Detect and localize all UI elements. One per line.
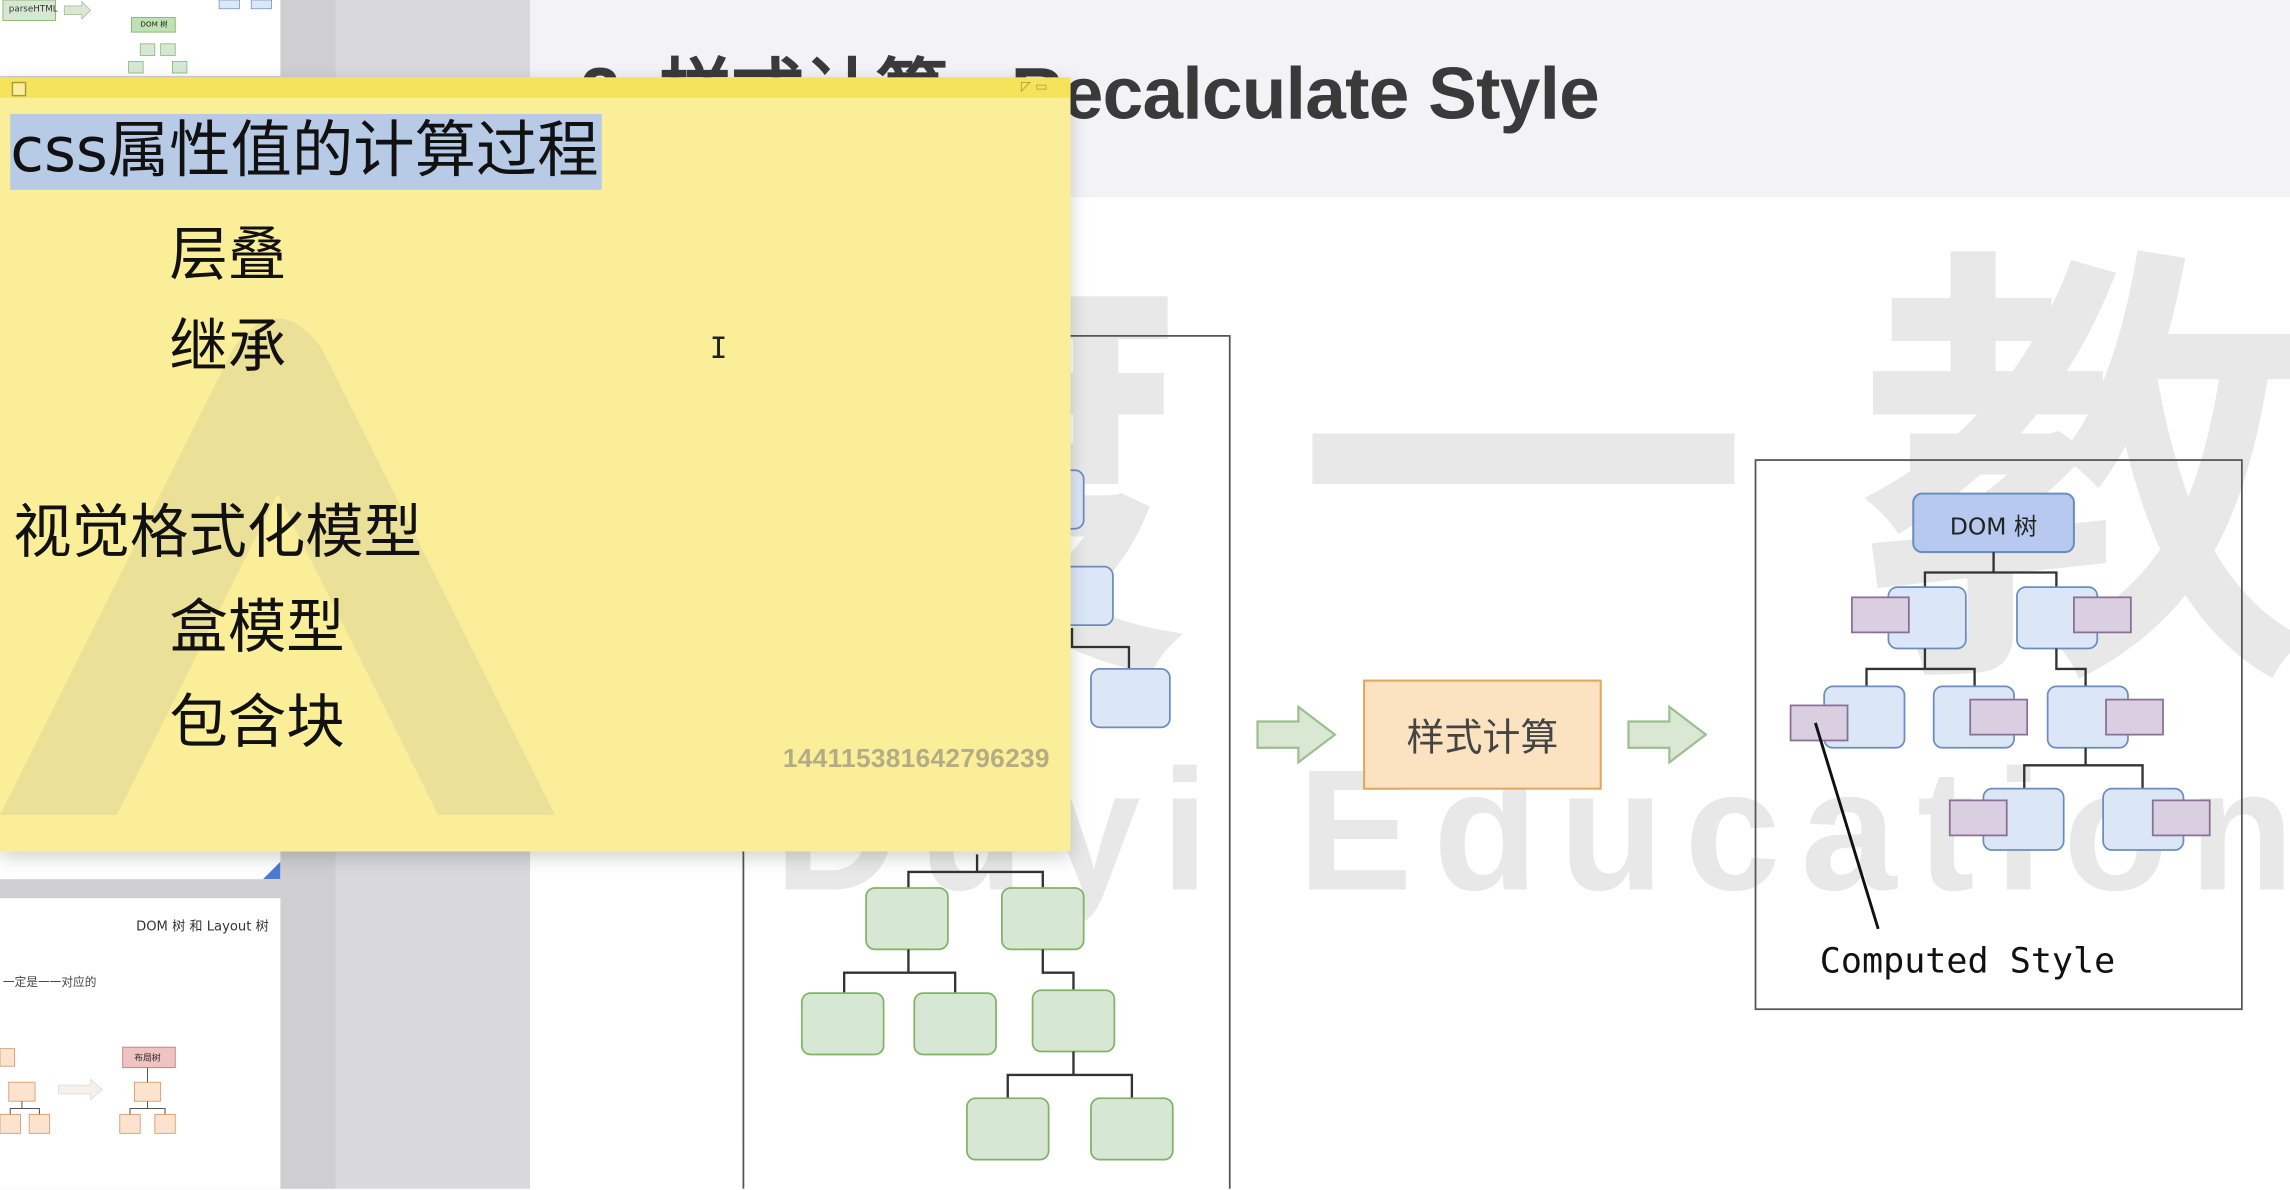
note-heading[interactable]: 视觉格式化模型 (13, 499, 423, 567)
tree-edge (2023, 747, 2144, 789)
tree-node (1090, 1097, 1174, 1161)
video-id-watermark: 1441153816427962​39 (782, 743, 1050, 773)
note-item[interactable]: 继承 (169, 314, 287, 382)
style-tag (1789, 704, 1849, 742)
note-item[interactable]: 层叠 (169, 221, 287, 290)
close-icon[interactable] (11, 81, 27, 97)
tree-node (1031, 989, 1116, 1053)
flow-arrow-icon (1627, 704, 1708, 765)
sticky-note-titlebar[interactable]: ◸ ▭ (0, 77, 1071, 98)
slide-thumbnail-previous[interactable]: parseHTML DOM 树 (0, 0, 281, 76)
flow-arrow-icon (1256, 704, 1337, 765)
tree-node (800, 992, 885, 1056)
style-tag (1969, 698, 2029, 736)
slide-thumbnail-next[interactable]: DOM 树 和 Layout 树 一定是一一对应的 布局树 (0, 898, 281, 1189)
computed-style-label: Computed Style (1819, 940, 2116, 982)
sticky-note[interactable]: ◸ ▭ (0, 77, 1071, 852)
thumbnail-top-label: parseHTML (8, 4, 58, 15)
tree-edge (907, 854, 1044, 888)
style-calc-box (1363, 679, 1602, 790)
style-tag (1948, 799, 2008, 837)
note-heading[interactable]: css属性值的计算过程 (10, 113, 602, 190)
selection-corner-icon (262, 861, 281, 880)
style-tag (2151, 799, 2211, 837)
thumbnail-top-node-label: DOM 树 (140, 20, 168, 30)
tree-node (965, 1097, 1050, 1161)
style-tag (1851, 596, 1910, 634)
thumbnail-diagram (0, 1046, 176, 1134)
style-calc-label: 样式计算 (1406, 716, 1559, 761)
text-cursor-icon: I (709, 330, 728, 366)
tree-node (1090, 668, 1171, 729)
tree-edge (1865, 648, 2087, 687)
tree-node (913, 992, 997, 1056)
computed-tree-frame (1754, 459, 2243, 1011)
note-item[interactable]: 包含块 (169, 689, 345, 757)
tree-edge (1006, 1051, 1134, 1099)
tree-edge (1070, 628, 1131, 669)
thumbnail-title: DOM 树 和 Layout 树 (136, 920, 269, 935)
thumbnail-node-label: 布局树 (134, 1053, 161, 1064)
tree-node (1001, 887, 1085, 951)
thumbnail-diagram (2, 0, 273, 74)
style-tag (2073, 596, 2132, 634)
thumbnail-subtitle: 一定是一一对应的 (2, 975, 97, 989)
dom-tree-label: DOM 树 (1949, 512, 2038, 541)
note-item[interactable]: 盒模型 (169, 594, 345, 662)
tree-edge (1923, 552, 2058, 588)
slide-thumbnail-current-edge[interactable] (0, 847, 281, 880)
resize-icon[interactable]: ◸ ▭ (1020, 80, 1048, 95)
style-tag (2105, 698, 2164, 736)
computed-style-pointer (1814, 722, 1880, 930)
tree-node (865, 887, 949, 951)
tree-edge (843, 949, 1075, 994)
watermark-logo-icon (0, 318, 555, 815)
